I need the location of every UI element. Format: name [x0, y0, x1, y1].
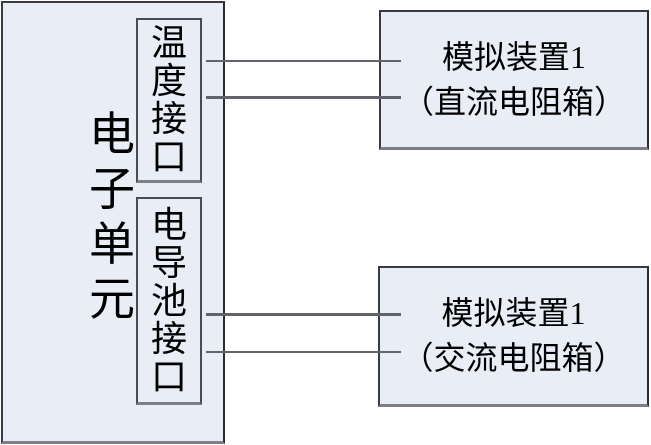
device-ac-subtitle: （交流电阻箱）: [401, 340, 626, 376]
connector-cond-ac-line-2: [206, 351, 401, 353]
temperature-interface-box: 温度接口: [136, 18, 202, 183]
device-dc-box: 模拟装置1 （直流电阻箱）: [379, 10, 649, 150]
device-dc-subtitle: （直流电阻箱）: [401, 83, 626, 120]
connector-temp-dc-line-2: [206, 96, 401, 99]
connector-temp-dc-line-1: [206, 60, 401, 62]
device-ac-box: 模拟装置1 （交流电阻箱）: [378, 266, 649, 407]
temperature-interface-label: 温度接口: [150, 23, 187, 177]
electronic-unit-label: 电子单元: [89, 109, 135, 325]
device-dc-title: 模拟装置1: [441, 38, 586, 75]
connector-cond-ac-line-1: [206, 313, 401, 316]
conductivity-interface-label: 电导池接口: [150, 204, 187, 397]
conductivity-interface-box: 电导池接口: [136, 197, 202, 405]
device-ac-title: 模拟装置1: [441, 295, 586, 331]
